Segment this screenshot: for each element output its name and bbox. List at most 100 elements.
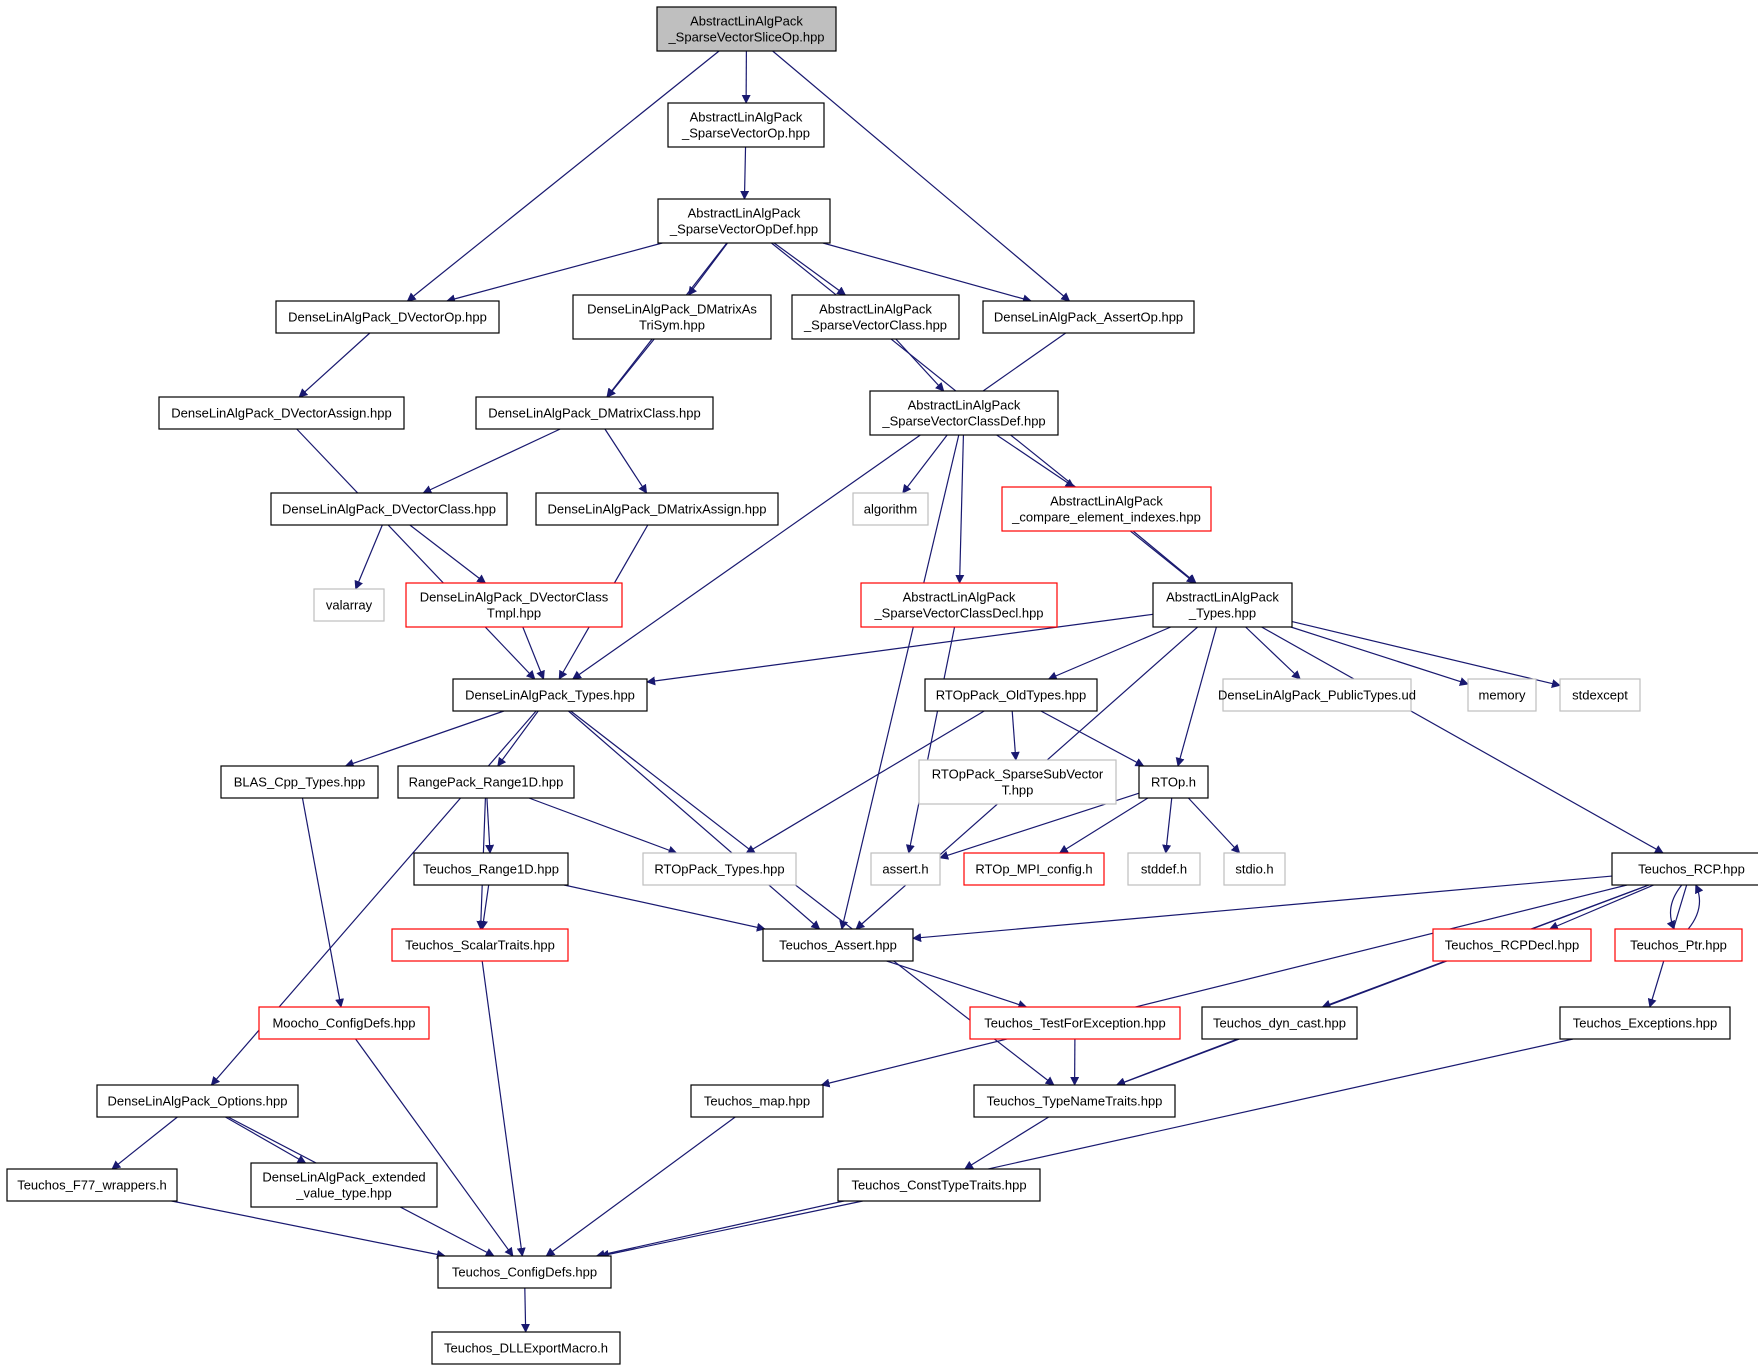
dependency-edge-n33-to-n37	[1666, 884, 1683, 930]
dependency-edge-n37-to-n33	[1687, 884, 1704, 930]
node-label: RTOpPack_Types.hpp	[654, 862, 784, 877]
graph-node[interactable]: AbstractLinAlgPack_SparseVectorOp.hpp	[667, 102, 825, 148]
graph-node[interactable]: RangePack_Range1D.hpp	[397, 765, 575, 799]
dependency-edge-n17-to-n19	[1047, 626, 1172, 680]
graph-node[interactable]: RTOpPack_Types.hpp	[642, 852, 797, 886]
graph-node[interactable]: DenseLinAlgPack_AssertOp.hpp	[982, 300, 1195, 334]
node-label: Moocho_ConfigDefs.hpp	[272, 1016, 415, 1031]
dependency-edge-n17-to-n22	[1291, 620, 1561, 688]
dependency-edge-n7-to-n18	[296, 428, 536, 680]
graph-node[interactable]: valarray	[313, 588, 385, 622]
graph-node[interactable]: DenseLinAlgPack_Options.hpp	[96, 1084, 299, 1118]
graph-node[interactable]: Teuchos_RCP.hpp	[1611, 852, 1758, 886]
node-label: AbstractLinAlgPack	[1166, 590, 1279, 605]
graph-node[interactable]: Teuchos_map.hpp	[690, 1084, 824, 1118]
node-box	[869, 390, 1059, 436]
graph-node[interactable]: DenseLinAlgPack_DVectorClass.hpp	[270, 492, 508, 526]
graph-node[interactable]: DenseLinAlgPack_PublicTypes.ud	[1218, 678, 1416, 712]
graph-node[interactable]: AbstractLinAlgPack_SparseVectorClass.hpp	[791, 294, 960, 340]
node-label: Teuchos_DLLExportMacro.h	[444, 1341, 608, 1356]
graph-node[interactable]: BLAS_Cpp_Types.hpp	[220, 765, 379, 799]
dependency-edge-n17-to-n18	[646, 613, 1154, 686]
node-label: stddef.h	[1141, 862, 1187, 877]
dependency-edge-n8-to-n11	[604, 428, 648, 494]
graph-node[interactable]: AbstractLinAlgPack_SparseVectorClassDef.…	[869, 390, 1059, 436]
graph-node[interactable]: DenseLinAlgPack_DMatrixClass.hpp	[475, 396, 714, 430]
node-box	[6, 1168, 178, 1202]
dependency-edge-n2-to-n4	[687, 242, 728, 296]
edge-layer	[111, 50, 1704, 1333]
graph-node[interactable]: Teuchos_ScalarTraits.hpp	[391, 928, 569, 962]
node-label: Teuchos_F77_wrappers.h	[17, 1178, 167, 1193]
dependency-edge-n10-to-n14	[354, 524, 383, 590]
node-label: T.hpp	[1002, 783, 1034, 798]
node-label: RTOpPack_SparseSubVector	[932, 767, 1104, 782]
dependency-edge-n0-to-n6	[772, 50, 1071, 302]
dependency-edge-n27-to-n35	[563, 884, 766, 932]
dependency-edge-n1-to-n2	[740, 146, 750, 200]
graph-node[interactable]: memory	[1467, 678, 1537, 712]
graph-node[interactable]: stdexcept	[1559, 678, 1641, 712]
node-label: Teuchos_dyn_cast.hpp	[1213, 1016, 1346, 1031]
node-label: DenseLinAlgPack_Options.hpp	[108, 1094, 288, 1109]
node-box	[860, 582, 1058, 628]
node-label: _SparseVectorClass.hpp	[803, 318, 947, 333]
dependency-edge-n15-to-n18	[522, 626, 545, 680]
graph-node[interactable]: Teuchos_RCPDecl.hpp	[1432, 928, 1592, 962]
graph-node[interactable]: AbstractLinAlgPack_SparseVectorOpDef.hpp	[657, 198, 831, 244]
node-label: _SparseVectorClassDecl.hpp	[873, 606, 1043, 621]
graph-node[interactable]: DenseLinAlgPack_Types.hpp	[452, 678, 648, 712]
node-box	[220, 765, 379, 799]
graph-node[interactable]: stddef.h	[1127, 852, 1201, 886]
graph-node[interactable]: DenseLinAlgPack_DMatrixAssign.hpp	[535, 492, 779, 526]
graph-node[interactable]: DenseLinAlgPack_extended_value_type.hpp	[250, 1162, 438, 1208]
graph-node[interactable]: Teuchos_Exceptions.hpp	[1559, 1006, 1731, 1040]
graph-node[interactable]: Teuchos_DLLExportMacro.h	[431, 1331, 621, 1365]
graph-node[interactable]: Teuchos_Ptr.hpp	[1614, 928, 1743, 962]
node-box	[397, 765, 575, 799]
node-label: Teuchos_Exceptions.hpp	[1573, 1016, 1718, 1031]
graph-node[interactable]: assert.h	[870, 852, 941, 886]
node-box	[963, 852, 1105, 886]
node-box	[391, 928, 569, 962]
node-label: AbstractLinAlgPack	[688, 206, 801, 221]
node-box	[96, 1084, 299, 1118]
node-label: _compare_element_indexes.hpp	[1011, 510, 1201, 525]
graph-node[interactable]: stdio.h	[1223, 852, 1286, 886]
node-label: AbstractLinAlgPack	[1050, 494, 1163, 509]
graph-node[interactable]: Teuchos_Range1D.hpp	[413, 852, 569, 886]
node-box	[1222, 678, 1412, 712]
graph-node[interactable]: Teuchos_ConfigDefs.hpp	[437, 1255, 612, 1289]
graph-node[interactable]: algorithm	[852, 492, 929, 526]
graph-node[interactable]: Teuchos_TestForException.hpp	[969, 1006, 1181, 1040]
graph-node[interactable]: Teuchos_Assert.hpp	[762, 928, 914, 962]
graph-node[interactable]: RTOp_MPI_config.h	[963, 852, 1105, 886]
graph-node[interactable]: AbstractLinAlgPack_SparseVectorClassDecl…	[860, 582, 1058, 628]
graph-node[interactable]: AbstractLinAlgPack_Types.hpp	[1152, 582, 1293, 628]
node-box	[1001, 486, 1212, 532]
graph-node[interactable]: Teuchos_dyn_cast.hpp	[1201, 1006, 1358, 1040]
node-box	[982, 300, 1195, 334]
node-box	[437, 1255, 612, 1289]
graph-node[interactable]: RTOp.h	[1138, 765, 1209, 799]
node-box	[642, 852, 797, 886]
graph-node[interactable]: AbstractLinAlgPack_compare_element_index…	[1001, 486, 1212, 532]
graph-node[interactable]: Teuchos_F77_wrappers.h	[6, 1168, 178, 1202]
graph-node: AbstractLinAlgPack_SparseVectorSliceOp.h…	[656, 6, 837, 52]
graph-node[interactable]: Moocho_ConfigDefs.hpp	[258, 1006, 430, 1040]
graph-node[interactable]: DenseLinAlgPack_DVectorOp.hpp	[275, 300, 500, 334]
node-box	[275, 300, 500, 334]
node-box	[1611, 852, 1758, 886]
graph-node[interactable]: Teuchos_TypeNameTraits.hpp	[973, 1084, 1176, 1118]
graph-node[interactable]: RTOpPack_OldTypes.hpp	[924, 678, 1098, 712]
dependency-edge-n26-to-n32	[1187, 797, 1241, 854]
graph-node[interactable]: Teuchos_ConstTypeTraits.hpp	[837, 1168, 1041, 1202]
node-label: RTOp.h	[1151, 775, 1196, 790]
dependency-edge-n42-to-n46	[225, 1116, 307, 1164]
node-label: _SparseVectorOpDef.hpp	[669, 222, 818, 237]
dependency-edge-n0-to-n3	[406, 50, 720, 302]
graph-node[interactable]: DenseLinAlgPack_DVectorAssign.hpp	[158, 396, 405, 430]
